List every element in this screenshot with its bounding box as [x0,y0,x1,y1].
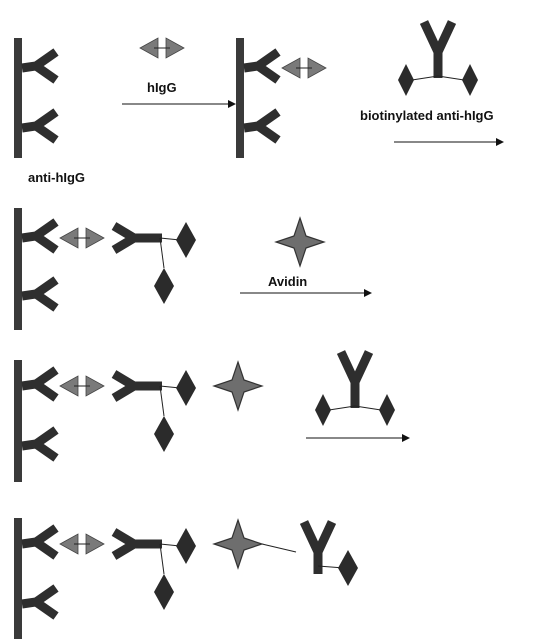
capture-antibody-1a [22,52,56,80]
surface-4 [14,360,22,482]
arrow-2 [394,138,504,146]
row4-final [14,518,358,639]
detection-antibody-icon-2 [315,352,395,426]
surface-2 [236,38,244,158]
antigen-icon [139,37,185,59]
arrow-3 [240,289,372,297]
label-anti-higg: anti-hIgG [28,170,85,185]
label-biotinylated-anti-higg: biotinylated anti-hIgG [360,108,494,123]
surface-1 [14,38,22,158]
arrow-1 [122,100,236,108]
capture-antibody-1b [22,112,56,140]
row3-step4 [14,360,263,482]
surface-3 [14,208,22,330]
row1-step2 [236,38,327,158]
label-higg: hIgG [147,80,177,95]
avidin-icon [275,217,325,267]
label-avidin: Avidin [268,274,307,289]
bound-detection-antibody-2 [261,520,358,586]
row2-step3 [14,208,196,330]
surface-5 [14,518,22,639]
row1-step1: anti-hIgG [14,38,85,185]
detection-antibody-icon [398,22,478,96]
arrow-4 [306,434,410,442]
